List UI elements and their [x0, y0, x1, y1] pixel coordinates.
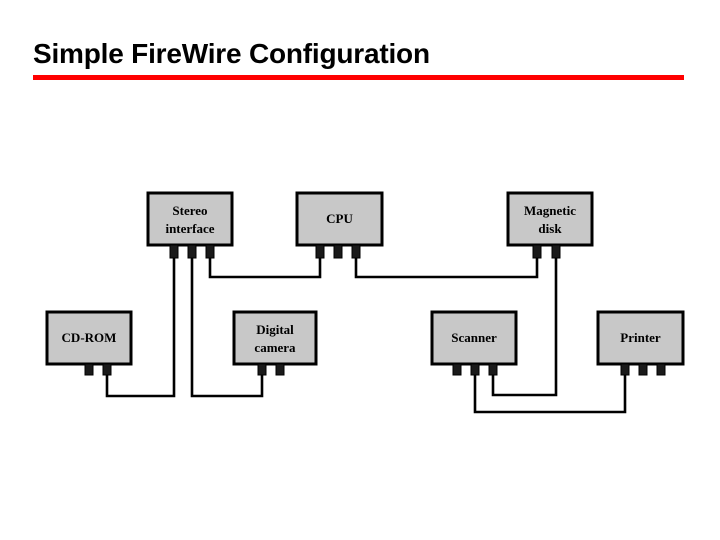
node-label-line2: camera [254, 340, 296, 355]
connector-pin [275, 363, 285, 376]
node-box [596, 310, 685, 366]
wire-stereo-to-cpu [208, 258, 322, 279]
connector-pin [532, 244, 542, 259]
connector-pin [551, 244, 561, 259]
node-label-line2: disk [538, 221, 562, 236]
wire-scanner-to-printer [473, 374, 627, 414]
node-box [295, 191, 384, 247]
node-digital-camera[interactable]: Digital camera [232, 310, 318, 376]
connector-pin [187, 244, 197, 259]
node-label-line1: Scanner [451, 330, 497, 345]
connector-pin [656, 363, 666, 376]
node-box [232, 310, 318, 366]
node-label-line1: Magnetic [524, 203, 576, 218]
node-label-line1: Printer [620, 330, 661, 345]
node-box [45, 310, 133, 366]
wire-group [105, 258, 627, 414]
node-label-line1: CD-ROM [62, 330, 117, 345]
connector-pin [351, 244, 361, 259]
page-title: Simple FireWire Configuration [33, 38, 430, 69]
connector-pin [205, 244, 215, 259]
node-box [146, 191, 234, 247]
node-magnetic-disk[interactable]: Magnetic disk [506, 191, 594, 259]
wire-cpu-to-magnetic-disk [354, 258, 539, 279]
node-label-line1: Stereo [172, 203, 207, 218]
connector-pin [620, 363, 630, 376]
connector-pin [452, 363, 462, 376]
connector-pin [257, 363, 267, 376]
node-scanner[interactable]: Scanner [430, 310, 518, 376]
node-label-line2: interface [165, 221, 214, 236]
connector-pin [488, 363, 498, 376]
connector-pin [470, 363, 480, 376]
node-cd-rom[interactable]: CD-ROM [45, 310, 133, 376]
connector-pin [315, 244, 325, 259]
node-label-line1: CPU [326, 211, 353, 226]
wire-camera-to-stereo [190, 258, 264, 398]
node-box [430, 310, 518, 366]
connector-pin [102, 363, 112, 376]
node-cpu[interactable]: CPU [295, 191, 384, 259]
node-printer[interactable]: Printer [596, 310, 685, 376]
wire-magnetic-disk-to-scanner [491, 258, 558, 397]
node-label-line1: Digital [256, 322, 294, 337]
node-box [506, 191, 594, 247]
node-stereo-interface[interactable]: Stereo interface [146, 191, 234, 259]
connector-pin [638, 363, 648, 376]
connector-pin [84, 363, 94, 376]
connector-pin [333, 244, 343, 259]
wire-cdrom-to-stereo [105, 258, 176, 398]
connector-pin [169, 244, 179, 259]
title-underline-rule [33, 75, 684, 80]
